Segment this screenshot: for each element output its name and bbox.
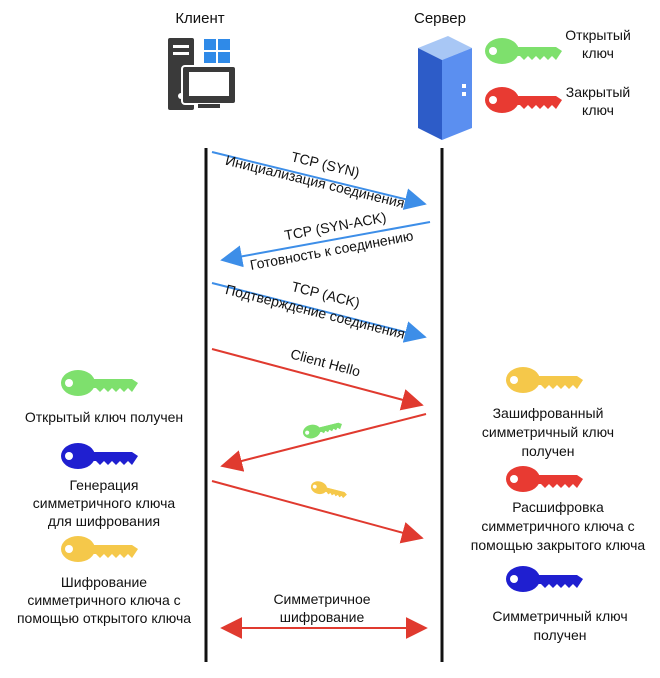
server-hello-arrow xyxy=(220,413,427,472)
generation-line1: Генерация xyxy=(70,477,139,493)
encrypted-received-line3: получен xyxy=(521,443,574,459)
legend-public-key-line1: Открытый xyxy=(565,27,631,43)
symmetric-label-line1: Симметричное xyxy=(273,591,370,607)
server-generated-key-icon xyxy=(506,566,583,592)
symmetric-key-in-transit-icon xyxy=(309,479,349,501)
client-hello-label: Client Hello xyxy=(289,346,362,380)
symmetric-received-line2: получен xyxy=(533,627,586,643)
server-symmetric-key-icon xyxy=(506,367,583,393)
client-public-key-received: Открытый ключ получен xyxy=(25,409,183,425)
windows-logo-icon xyxy=(204,39,230,63)
generated-key-icon xyxy=(61,443,138,469)
client-hello-arrow xyxy=(211,348,424,411)
server-icon xyxy=(418,36,472,140)
server-private-key-icon xyxy=(506,466,583,492)
computer-icon xyxy=(168,38,237,110)
server-label: Сервер xyxy=(414,10,466,27)
decryption-line2: симметричного ключа с xyxy=(481,518,634,534)
encryption-line3: помощью открытого ключа xyxy=(17,610,191,626)
client-symmetric-key-icon xyxy=(61,536,138,562)
legend-private-key-line2: ключ xyxy=(582,102,614,118)
client-public-key-icon xyxy=(61,370,138,396)
symmetric-label-line2: шифрование xyxy=(280,609,365,625)
legend-private-key-line1: Закрытый xyxy=(566,84,631,100)
generation-line3: для шифрования xyxy=(48,513,160,529)
synack-arrow xyxy=(220,221,431,268)
encryption-line1: Шифрование xyxy=(61,574,147,590)
public-key-legend-icon xyxy=(485,38,562,64)
syn-arrow xyxy=(211,151,427,210)
private-key-legend-icon xyxy=(485,87,562,113)
encryption-line2: симметричного ключа с xyxy=(27,592,180,608)
symmetric-received-line1: Симметричный ключ xyxy=(492,608,627,624)
legend-public-key-line2: ключ xyxy=(582,45,614,61)
encrypted-received-line2: симметричный ключ xyxy=(482,424,614,440)
ack-arrow xyxy=(211,282,427,343)
client-label: Клиент xyxy=(175,10,224,27)
key-exchange-arrow xyxy=(211,480,424,544)
generation-line2: симметричного ключа xyxy=(33,495,176,511)
decryption-line3: помощью закрытого ключа xyxy=(471,537,646,553)
decryption-line1: Расшифровка xyxy=(512,499,604,515)
encrypted-received-line1: Зашифрованный xyxy=(493,405,604,421)
